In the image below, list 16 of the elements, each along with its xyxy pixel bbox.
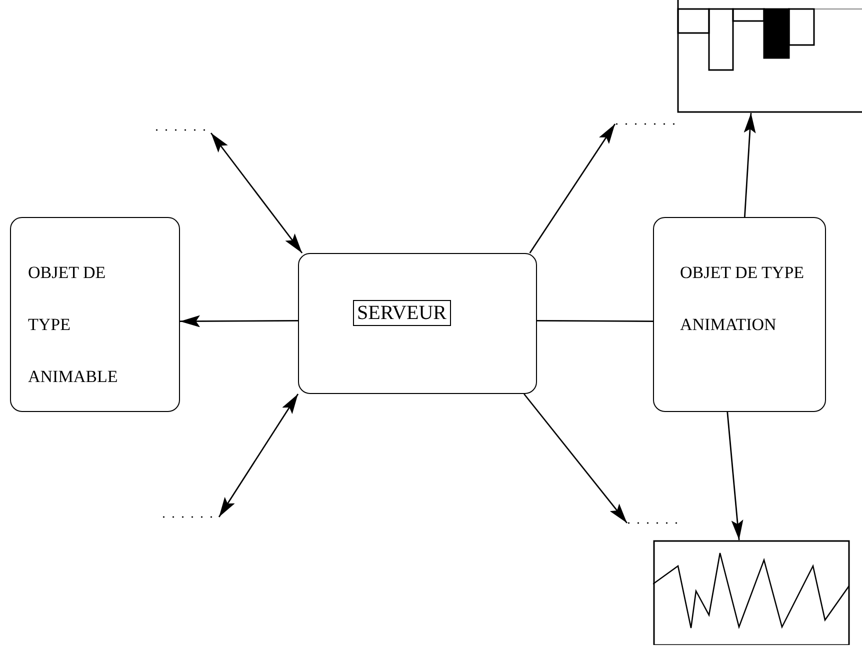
arrow [210, 132, 303, 254]
arrow [180, 315, 298, 328]
connector-line [537, 320, 653, 322]
rounded-box [653, 217, 826, 412]
rounded-box [10, 217, 180, 412]
arrow [744, 112, 756, 218]
arrow [726, 412, 744, 540]
box-label: OBJET DE TYPE ANIMATION [680, 262, 806, 336]
box-label: OBJET DE TYPE ANIMABLE [28, 262, 119, 388]
arrow [218, 394, 299, 518]
line-chart-drawing [653, 540, 850, 645]
arrow [524, 394, 628, 524]
rounded-box [298, 253, 537, 394]
arrow [529, 124, 616, 254]
bar-chart-drawing [677, 0, 862, 113]
boxed-label: SERVEUR [353, 300, 451, 326]
